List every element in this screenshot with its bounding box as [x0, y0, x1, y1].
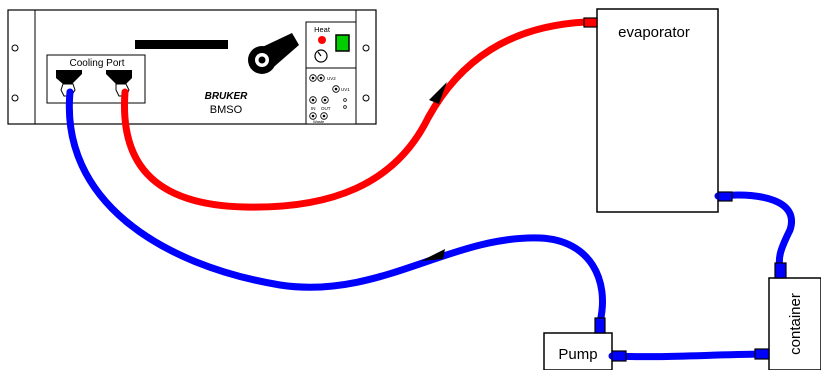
container-box: container	[768, 277, 821, 370]
evaporator-box: evaporator	[596, 8, 719, 213]
connector-port	[309, 74, 317, 82]
rack-screw-hole	[362, 44, 370, 52]
red-hose-line	[120, 18, 590, 211]
container-to-pump-hose	[608, 348, 770, 362]
hose-fitting	[611, 350, 627, 362]
blue-hose-line	[608, 350, 770, 361]
display-slot	[135, 40, 228, 49]
hot-return-hose	[120, 17, 598, 211]
in-label: IN	[311, 106, 316, 111]
connector-port	[309, 112, 317, 120]
hose-fitting	[754, 348, 770, 360]
connector-port	[332, 85, 340, 93]
container-label: container	[787, 293, 804, 355]
out-label: OUT	[321, 106, 331, 111]
heat-section	[305, 21, 357, 69]
cooling-port-label: Cooling Port	[69, 58, 124, 69]
evaporator-to-container-hose	[714, 191, 796, 279]
flow-arrow-icon	[429, 82, 447, 104]
cold-supply-hose	[65, 88, 606, 334]
uv1-label: UV1	[341, 87, 350, 92]
blue-hose-line	[714, 191, 796, 272]
model-label: BMSO	[210, 104, 243, 116]
hose-fitting	[583, 17, 598, 28]
knob-center	[258, 56, 266, 64]
hose-fitting	[594, 317, 606, 334]
rack-screw-hole	[11, 44, 19, 52]
rotary-knob	[248, 33, 299, 74]
uv2-label: UV2	[327, 76, 336, 81]
connector-port	[317, 74, 325, 82]
connector-port	[320, 112, 328, 120]
pump-label: Pump	[558, 346, 597, 363]
power-switch[interactable]	[335, 34, 350, 52]
heat-indicator-led	[318, 36, 326, 44]
blue-hose-line	[65, 88, 606, 326]
status-dot	[343, 105, 347, 109]
bruker-bmso-unit: Cooling Port BRUKER BMSO Heat UV2 UV1 IN	[7, 9, 377, 125]
fitting-clamp	[106, 70, 132, 84]
evaporator-body	[596, 8, 719, 213]
pump-box: Pump	[543, 332, 613, 370]
brand-label: BRUKER	[205, 91, 249, 102]
container-body	[768, 277, 821, 370]
waste-label: Waste	[313, 119, 325, 124]
connector-port	[321, 96, 329, 104]
rack-screw-hole	[11, 94, 19, 102]
rack-screw-hole	[362, 94, 370, 102]
flow-arrow-icon	[421, 249, 445, 261]
hose-fitting	[774, 262, 787, 279]
gauge-needle	[317, 51, 322, 57]
heat-label: Heat	[314, 25, 331, 34]
evaporator-label: evaporator	[618, 24, 690, 41]
status-dot	[343, 98, 347, 102]
connector-port	[309, 96, 317, 104]
fitting-clamp	[56, 70, 82, 84]
hose-fitting	[717, 191, 733, 202]
